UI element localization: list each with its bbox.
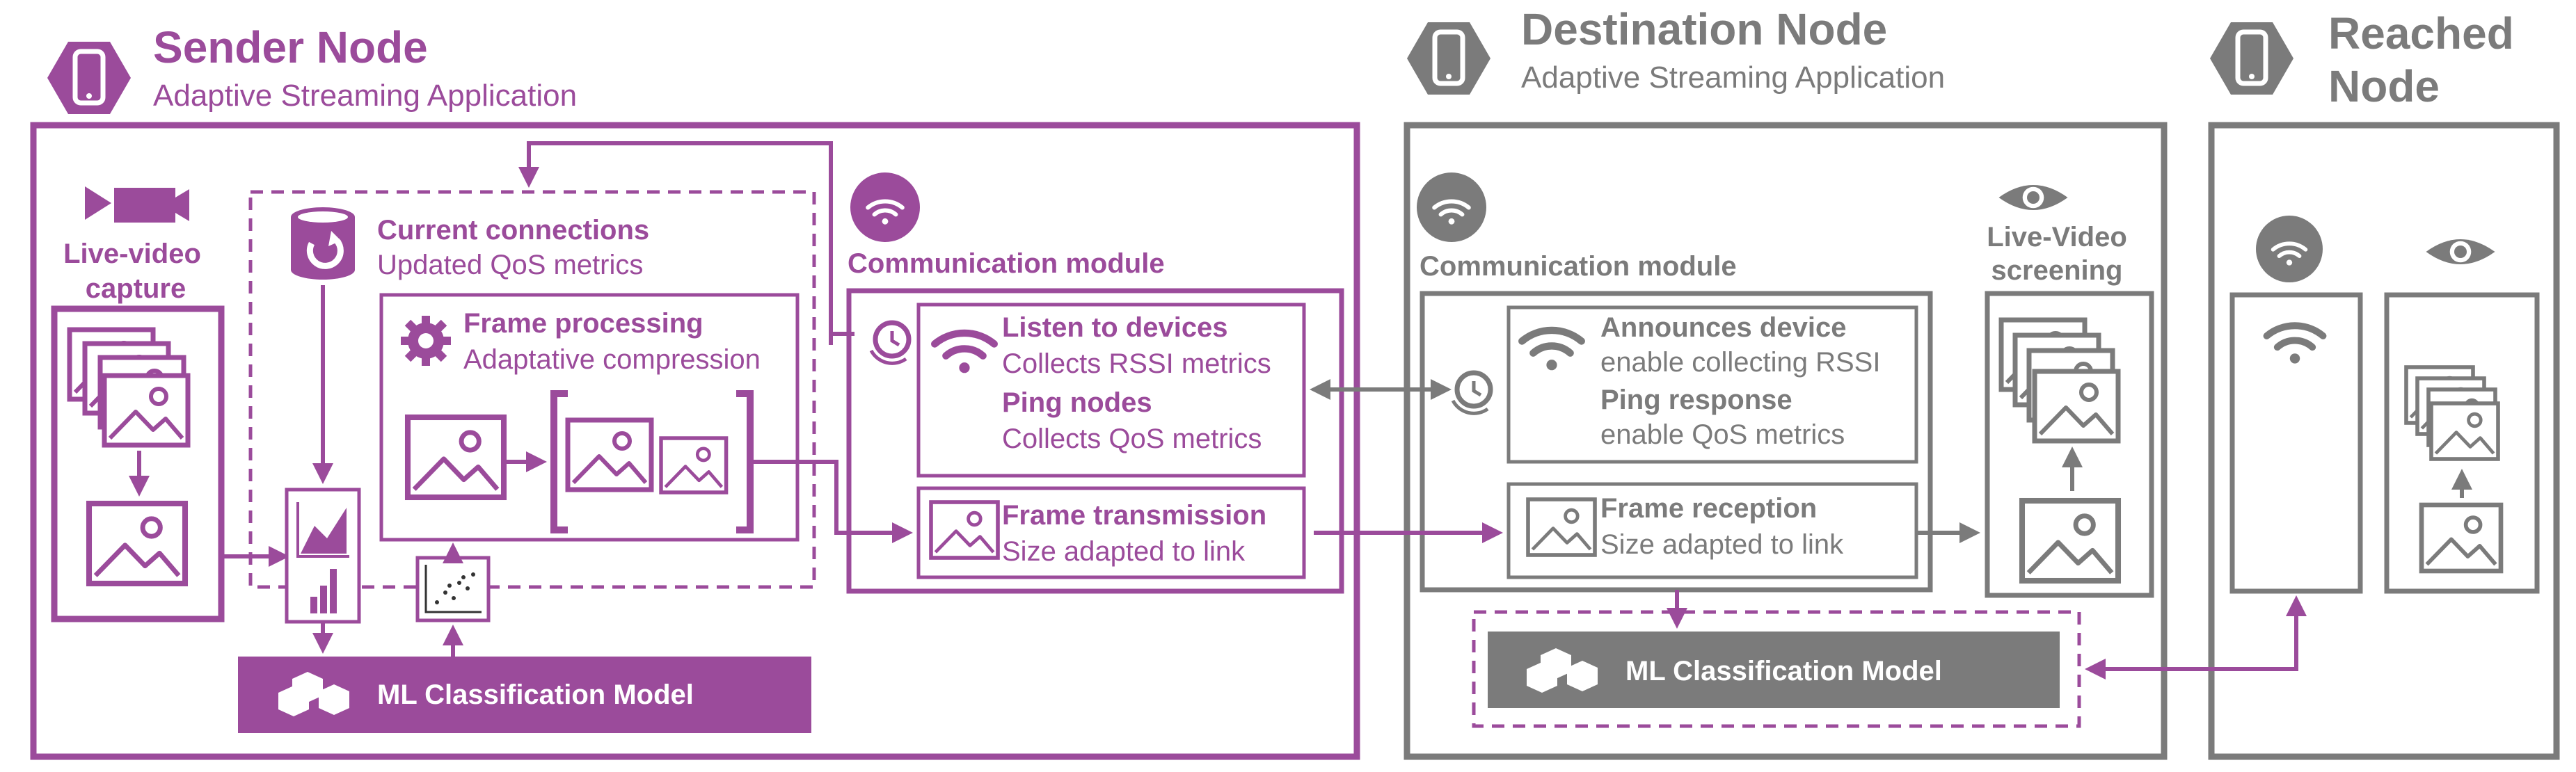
reached-title-1: Reached (2328, 8, 2514, 58)
transmission-subtitle: Size adapted to link (1002, 536, 1246, 567)
ping-response-subtitle: enable QoS metrics (1600, 419, 1845, 450)
destination-ml-dashed-box (1472, 610, 2081, 728)
announce-title: Announces device (1600, 312, 1846, 343)
destination-subtitle: Adaptive Streaming Application (1521, 61, 1945, 95)
screening-box (1985, 291, 2154, 598)
ping-response-title: Ping response (1600, 385, 1792, 415)
transmission-frame-icon (931, 502, 998, 558)
reached-comm-wifi-icon (2267, 325, 2323, 363)
frame-stack-icon (70, 330, 188, 445)
sender-clock-icon (871, 323, 909, 363)
frame-processing-box (379, 293, 800, 542)
sender-comm-wifi-badge (850, 172, 920, 242)
sender-subtitle: Adaptive Streaming Application (153, 79, 577, 113)
screening-eye-icon (1998, 185, 2068, 210)
reached-eye-icon (2426, 239, 2495, 264)
screening-frame-icon (2022, 501, 2118, 581)
ping-title: Ping nodes (1002, 387, 1152, 418)
reached-node-frame (2208, 122, 2560, 760)
compressed-frame-small-icon (661, 438, 726, 492)
destination-clock-icon (1453, 373, 1490, 413)
capture-box (51, 305, 225, 622)
sender-smartphone-icon (47, 42, 131, 114)
sender-ml-label: ML Classification Model (377, 679, 694, 710)
sender-node-frame (30, 122, 1360, 760)
listen-title: Listen to devices (1002, 312, 1228, 343)
captured-frame-icon (89, 504, 185, 584)
ping-subtitle: Collects QoS metrics (1002, 424, 1262, 454)
processing-subtitle: Adaptative compression (463, 344, 761, 375)
reached-frame-icon (2422, 505, 2501, 571)
reached-node: Reached Node (2208, 8, 2560, 760)
listen-box (916, 303, 1306, 478)
reception-title: Frame reception (1600, 493, 1817, 524)
reception-frame-icon (1528, 499, 1595, 555)
screening-label-2: screening (1991, 255, 2123, 286)
capture-label-2: capture (86, 273, 186, 304)
original-frame-icon (408, 417, 504, 497)
reached-comm-box (2229, 292, 2363, 594)
screening-label-1: Live-Video (1987, 222, 2127, 252)
destination-comm-title: Communication module (1420, 251, 1737, 282)
destination-node: Destination Node Adaptive Streaming Appl… (1404, 4, 2168, 760)
destination-title: Destination Node (1521, 4, 1887, 54)
transmission-title: Frame transmission (1002, 500, 1266, 531)
reached-smartphone-icon (2210, 22, 2293, 95)
reception-subtitle: Size adapted to link (1600, 529, 1844, 560)
sender-comm-box (846, 288, 1344, 594)
connections-dashed-box (248, 190, 816, 589)
bar-chart-icon (310, 569, 337, 613)
destination-node-frame (1404, 122, 2168, 760)
destination-comm-wifi-badge (1417, 172, 1486, 242)
feedback-loop-arrow (518, 141, 833, 345)
connections-title: Current connections (377, 215, 649, 246)
reached-wifi-badge (2256, 216, 2323, 282)
screening-stack-icon (2001, 320, 2118, 441)
sender-comm-title: Communication module (848, 248, 1165, 279)
capture-label-1: Live-video (63, 239, 201, 269)
sender-node: Sender Node Adaptive Streaming Applicati… (30, 22, 1360, 760)
listen-wifi-icon (935, 333, 994, 373)
video-camera-icon (85, 186, 189, 223)
announce-box (1506, 305, 1918, 464)
announce-subtitle: enable collecting RSSI (1600, 347, 1880, 378)
transmission-box (916, 486, 1306, 579)
processing-title: Frame processing (463, 308, 703, 339)
destination-ml-label: ML Classification Model (1625, 656, 1942, 686)
line-chart-icon (296, 502, 349, 558)
destination-smartphone-icon (1407, 22, 1490, 95)
sender-title: Sender Node (153, 22, 428, 72)
reached-title-2: Node (2328, 61, 2440, 111)
database-refresh-icon (291, 207, 355, 280)
ml-to-reached-arrow (2085, 595, 2307, 679)
connections-subtitle: Updated QoS metrics (377, 250, 643, 280)
reached-screening-box (2384, 292, 2540, 594)
gear-icon (401, 316, 451, 366)
ml-scatter-box (415, 556, 491, 622)
scatter-plot-icon (424, 565, 482, 613)
announce-wifi-icon (1522, 330, 1582, 370)
listen-subtitle: Collects RSSI metrics (1002, 348, 1271, 379)
compressed-frame-large-icon (568, 420, 651, 490)
processing-to-transmission-arrow (750, 460, 913, 543)
reached-stack-icon (2406, 367, 2498, 459)
